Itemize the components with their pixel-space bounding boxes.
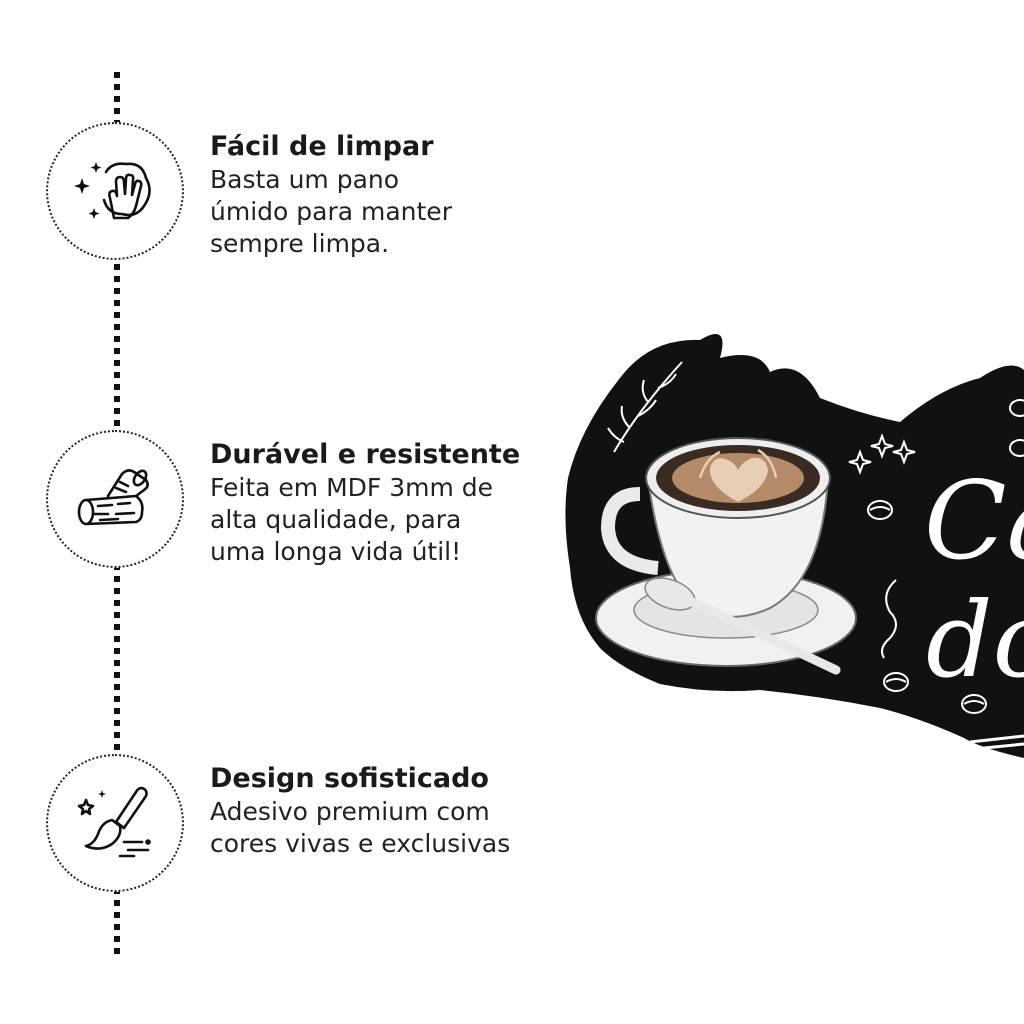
sign-lettering-line2: do [926, 579, 1024, 701]
hand-wiping-icon [74, 162, 151, 220]
coffee-cup [600, 437, 831, 618]
spoon [644, 577, 841, 675]
feature-design: Design sofisticado Adesivo premium com c… [46, 754, 606, 894]
feature-icon-badge [46, 122, 184, 260]
leaf-sprig [607, 361, 683, 453]
feature-title: Fácil de limpar [210, 131, 434, 162]
feature-easy-clean: Fácil de limpar Basta um pano úmido para… [46, 122, 606, 262]
feature-description: Basta um pano úmido para manter sempre l… [210, 165, 452, 258]
feature-description: Feita em MDF 3mm de alta qualidade, para… [210, 473, 494, 566]
feature-icon-badge [46, 754, 184, 892]
sparkle-stars [848, 433, 916, 475]
swirl-ornament [881, 579, 897, 659]
paintbrush-icon [77, 786, 151, 858]
feature-durable: Durável e resistente Feita em MDF 3mm de… [46, 430, 606, 570]
feature-icon-badge [46, 430, 184, 568]
feature-description: Adesivo premium com cores vivas e exclus… [210, 797, 511, 858]
feature-title: Durável e resistente [210, 439, 521, 470]
sign-lettering-line1: Ca [924, 459, 1024, 584]
coffee-sign-image: Ca do [560, 318, 1024, 778]
wood-log-icon [77, 469, 149, 526]
coffee-beans [867, 399, 1024, 714]
feature-title: Design sofisticado [210, 763, 489, 794]
